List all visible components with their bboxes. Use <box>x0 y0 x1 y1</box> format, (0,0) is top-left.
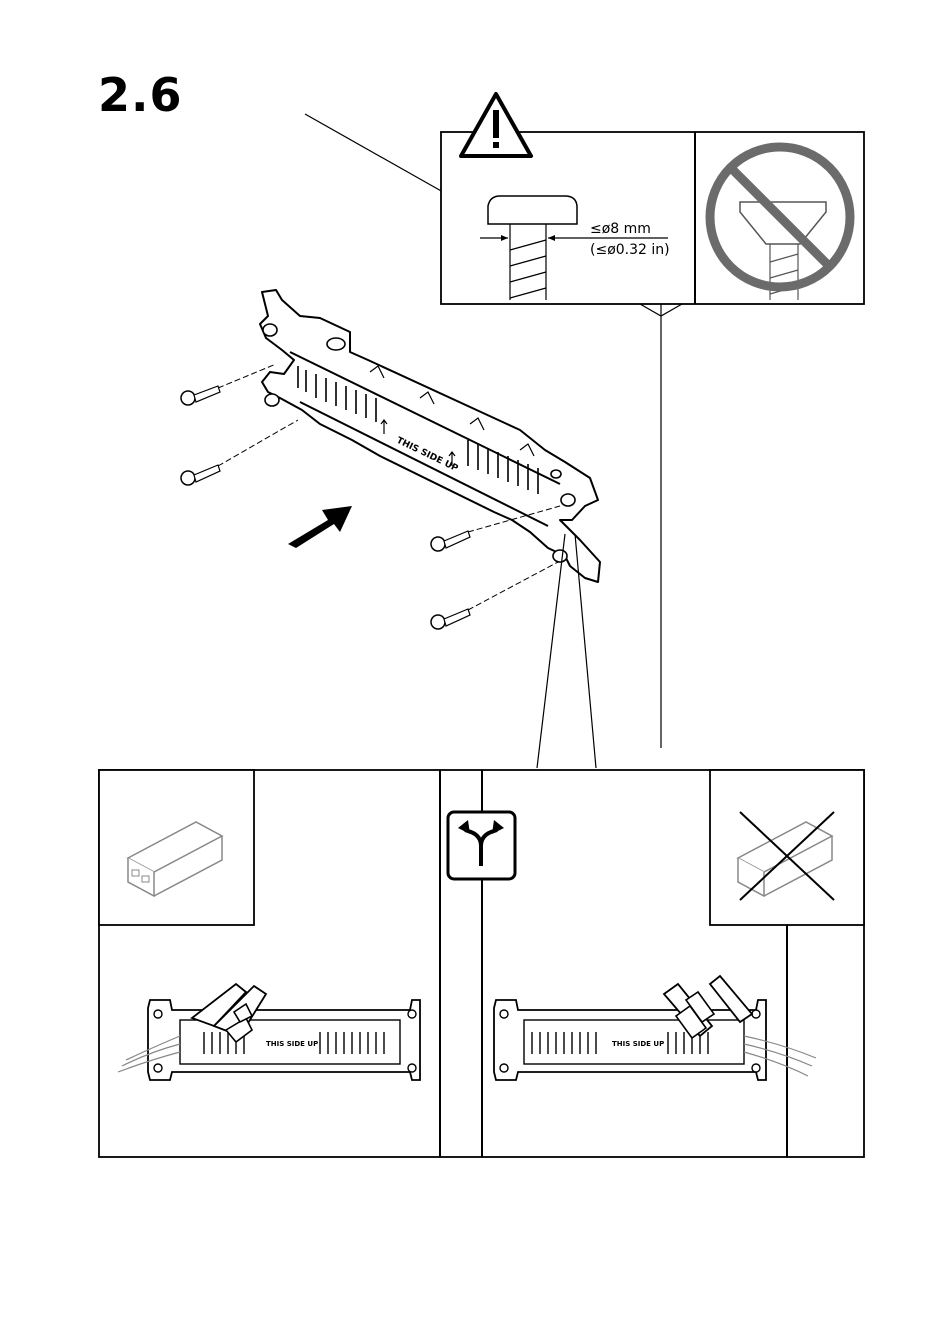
warning-triangle-icon <box>461 94 531 156</box>
bottom-options-panel: THIS SIDE UP THIS SIDE UP <box>99 770 864 1157</box>
option-a-with-power-supply <box>99 770 254 925</box>
direction-arrow-icon <box>288 506 352 548</box>
leader-line-spec <box>305 114 443 192</box>
screw-diameter-mm: ≤ø8 mm <box>590 221 651 237</box>
bracket-label-right: THIS SIDE UP <box>612 1040 664 1048</box>
screw-lower-right <box>431 562 558 629</box>
screw-spec-panel: ≤ø8 mm (≤ø0.32 in) <box>441 94 864 304</box>
screw-diameter-in: (≤ø0.32 in) <box>590 242 670 258</box>
split-arrows-icon <box>448 812 515 879</box>
screw-top-left <box>181 364 276 405</box>
bracket-label-left: THIS SIDE UP <box>266 1040 318 1048</box>
screw-lower-left <box>181 420 298 485</box>
